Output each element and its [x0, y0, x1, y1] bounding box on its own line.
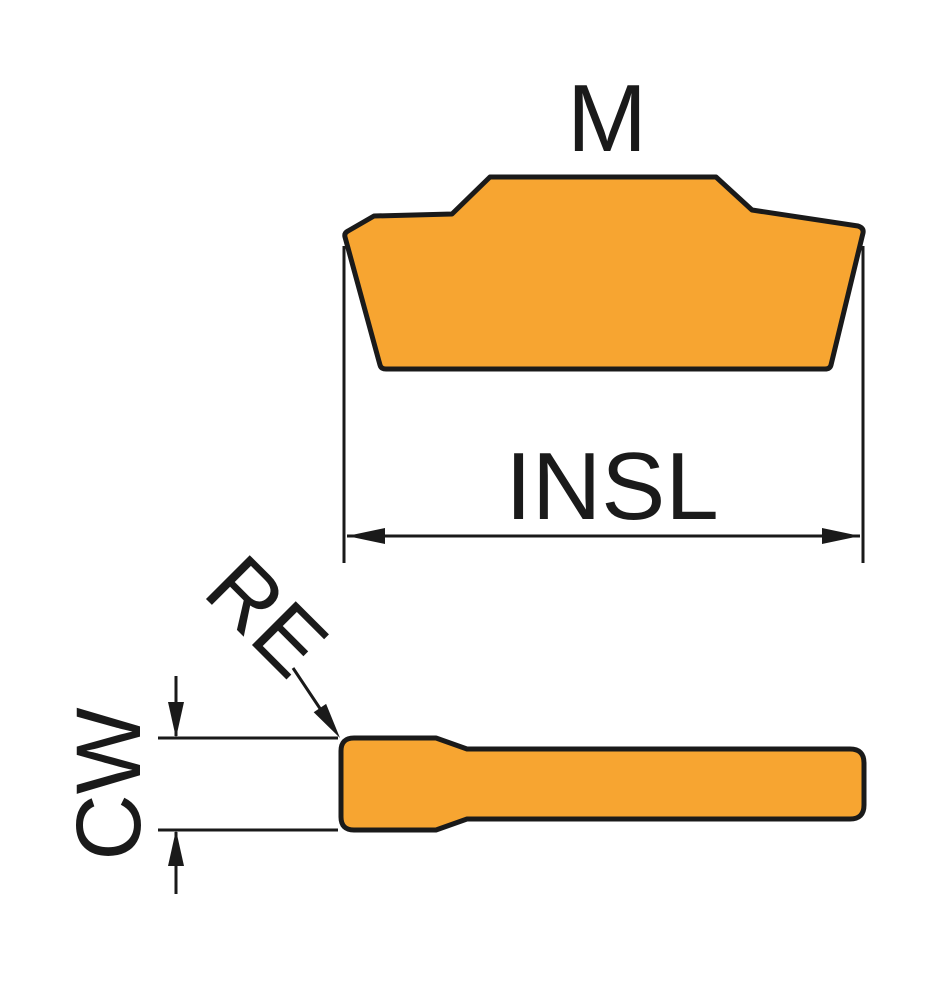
label-insert-length: INSL: [505, 433, 718, 540]
label-cutting-width: CW: [58, 707, 160, 860]
label-top-marker: M: [567, 65, 647, 172]
re-arrowhead: [313, 703, 340, 738]
insl-arrowhead-left: [347, 528, 385, 544]
re-leader-line: [291, 667, 323, 711]
cw-arrowhead-down: [168, 702, 184, 738]
cw-arrowhead-up: [168, 830, 184, 866]
label-corner-radius: RE: [187, 537, 346, 696]
insl-arrowhead-right: [822, 528, 860, 544]
insert-top-view-shape: [342, 174, 866, 372]
insert-side-view-shape: [338, 735, 867, 833]
